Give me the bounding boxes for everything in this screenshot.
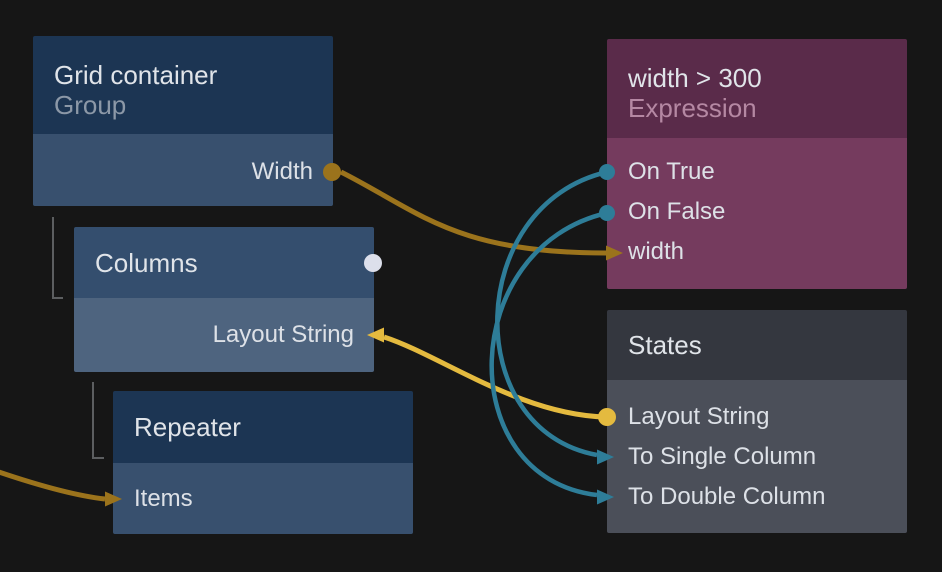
node-states-body: Layout String To Single Column To Double…: [607, 380, 907, 533]
node-grid-container-header[interactable]: Grid container Group: [33, 36, 333, 134]
port-on-false[interactable]: On False: [628, 198, 726, 225]
port-to-double-column[interactable]: To Double Column: [628, 483, 826, 510]
hierarchy-line-columns-to-repeater: [92, 382, 104, 459]
wire-width-to-width[interactable]: [339, 169, 607, 256]
port-to-single-column[interactable]: To Single Column: [628, 443, 817, 470]
node-title: States: [628, 330, 702, 360]
wire-on-true-to-single-column[interactable]: [495, 169, 608, 458]
node-expression-body: On True On False width: [607, 138, 907, 289]
node-title: Grid container: [54, 60, 218, 90]
node-states[interactable]: States Layout String To Single Column To…: [607, 310, 907, 533]
node-states-header[interactable]: States: [607, 310, 907, 380]
node-title: width > 300: [628, 63, 762, 93]
node-repeater-header[interactable]: Repeater: [113, 391, 413, 463]
node-columns-header[interactable]: Columns: [74, 227, 374, 298]
node-subtitle: Group: [54, 90, 127, 120]
node-repeater[interactable]: Repeater Items: [113, 391, 413, 534]
node-columns-body: Layout String: [74, 298, 374, 372]
wire-to-items[interactable]: [0, 469, 106, 502]
port-layout-string-output[interactable]: Layout String: [628, 403, 770, 430]
hierarchy-line-grid-to-columns: [52, 217, 63, 299]
port-width-input[interactable]: width: [628, 238, 685, 265]
wire-on-false-to-double-column[interactable]: [489, 210, 608, 498]
wire-layout-string[interactable]: [383, 334, 607, 420]
node-expression-header[interactable]: width > 300 Expression: [607, 39, 907, 138]
node-repeater-body: Items: [113, 463, 413, 534]
port-items[interactable]: Items: [134, 485, 193, 512]
node-columns[interactable]: Columns Layout String: [74, 227, 374, 372]
node-grid-container[interactable]: Grid container Group Width: [33, 36, 333, 206]
node-grid-container-body: Width: [33, 134, 333, 206]
port-layout-string-input[interactable]: Layout String: [212, 321, 354, 348]
node-expression[interactable]: width > 300 Expression On True On False …: [607, 39, 907, 289]
node-title: Repeater: [134, 412, 241, 442]
node-subtitle: Expression: [628, 93, 757, 123]
node-title: Columns: [95, 247, 198, 278]
port-width[interactable]: Width: [251, 158, 313, 185]
port-on-true[interactable]: On True: [628, 158, 715, 185]
